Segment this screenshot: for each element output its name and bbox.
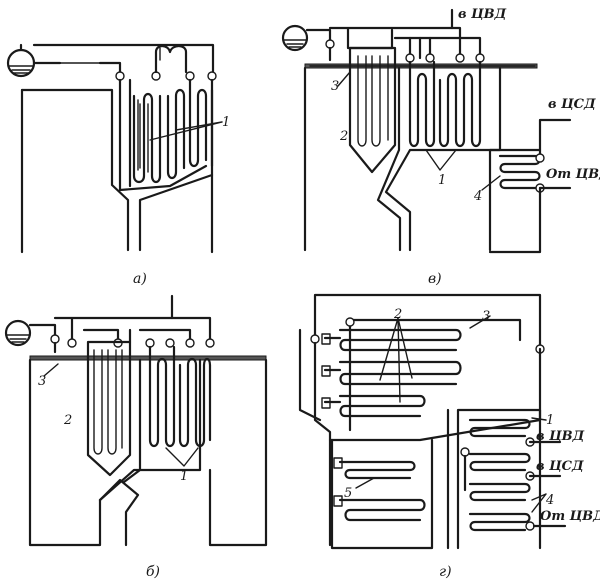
superheater-banks-g: [321, 328, 462, 418]
bank-5-g: [333, 457, 426, 522]
label-v-from-hp: От ЦВД: [546, 167, 600, 182]
label-g-to-ip: в ЦСД: [536, 459, 584, 474]
label-b-1: 1: [180, 469, 188, 484]
label-g-1: 1: [546, 413, 554, 428]
reheater-coils-g: [468, 418, 531, 532]
label-v-to-hp: в ЦВД: [458, 7, 507, 22]
superheater-coils-a: [118, 78, 214, 192]
caption-b: б): [146, 564, 160, 580]
panel-b: 2 3 1 б): [4, 294, 268, 580]
screen-superheater-2: [348, 46, 397, 174]
label-g-4: 4: [545, 493, 554, 508]
drum-icon: [6, 48, 36, 78]
panel-v: в ЦВД 2 3 1 в ЦСД: [281, 7, 600, 287]
superheater-coils-b: [148, 345, 212, 448]
label-b-2: 2: [63, 413, 72, 428]
label-v-to-ip: в ЦСД: [548, 97, 596, 112]
label-g-5: 5: [344, 486, 352, 501]
label-g-to-hp: в ЦВД: [536, 429, 585, 444]
drum-icon: [4, 319, 32, 347]
reheater-coils-v: [498, 154, 542, 190]
label-v-1: 1: [438, 173, 446, 188]
label-g-3: 3: [482, 309, 490, 324]
drum-icon: [281, 24, 309, 52]
label-g-2: 2: [393, 307, 402, 322]
panel-a: 1 а): [6, 43, 230, 287]
superheater-coils-v: [408, 60, 482, 148]
label-a-1: 1: [222, 115, 230, 130]
label-v-3: 3: [331, 79, 339, 94]
caption-v: в): [428, 271, 442, 287]
label-b-3: 3: [38, 374, 46, 389]
caption-g: г): [439, 564, 452, 580]
screen-superheater-2b: [86, 340, 132, 477]
panel-g: 2 3 5 1 в ЦВД в ЦСД 4: [298, 293, 600, 580]
caption-a: а): [133, 271, 147, 287]
label-v-4: 4: [473, 189, 482, 204]
label-v-2: 2: [339, 129, 348, 144]
label-g-from-hp: От ЦВД: [540, 509, 600, 524]
